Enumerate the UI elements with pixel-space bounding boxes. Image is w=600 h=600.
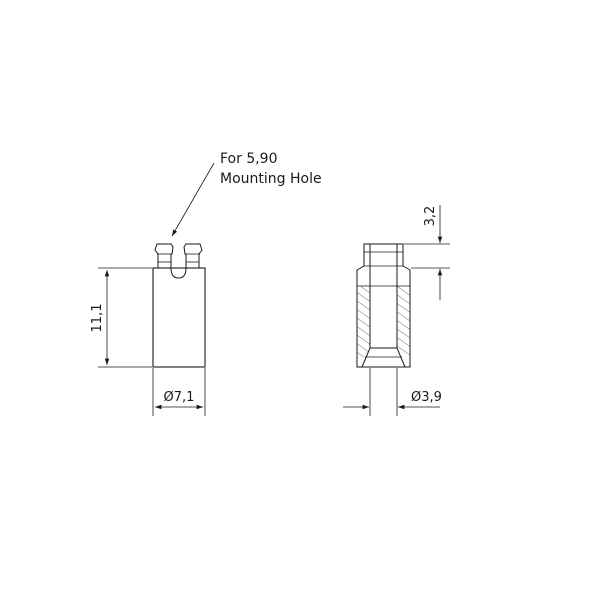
section-outline	[356, 243, 411, 368]
top-length-label: 3,2	[423, 206, 438, 227]
outer-diameter-dimension: Ø7,1	[152, 368, 206, 416]
height-dimension: 11,1	[90, 267, 152, 368]
spacer-body	[152, 267, 206, 368]
section-view	[356, 243, 411, 368]
section-wall-left	[357, 286, 370, 357]
callout-line-1: For 5,90	[220, 151, 278, 167]
clip-head	[154, 243, 203, 268]
inner-diameter-dimension: Ø3,9	[343, 368, 442, 416]
section-wall-right	[397, 286, 410, 357]
callout-line-2: Mounting Hole	[220, 171, 322, 187]
height-label: 11,1	[90, 304, 105, 333]
clip-slot	[170, 254, 187, 279]
inner-diameter-label: Ø3,9	[411, 390, 442, 405]
callout: For 5,90 Mounting Hole	[171, 151, 322, 237]
outer-diameter-label: Ø7,1	[164, 390, 195, 405]
side-view	[152, 243, 206, 368]
callout-leader	[171, 162, 215, 237]
top-length-dimension: 3,2	[404, 205, 450, 300]
